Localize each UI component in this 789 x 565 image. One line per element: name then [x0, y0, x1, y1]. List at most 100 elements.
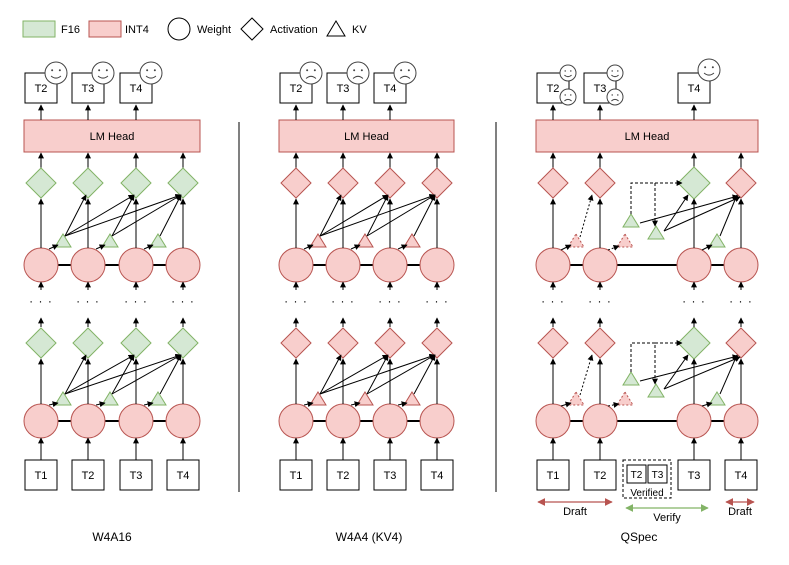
input-token-box [677, 459, 711, 491]
activation-diamond [725, 327, 757, 359]
ellipsis: · · · [425, 294, 449, 308]
weight-to-kv-arrow [303, 244, 314, 250]
lm-head-label: LM Head [344, 131, 389, 143]
weight-to-kv-arrow [143, 244, 154, 250]
kv-to-activation-arrow [663, 196, 741, 232]
sad-face-icon-eye [400, 69, 403, 72]
activation-diamond [25, 327, 57, 359]
activation-diamond [677, 166, 711, 200]
weight-circle [70, 247, 106, 283]
input-token-box [71, 459, 105, 491]
sad-face-icon-mouth [352, 75, 364, 79]
sad-face-icon-mouth [305, 75, 317, 79]
kv-to-activation-arrow [639, 354, 739, 382]
kv-to-activation-arrow [111, 194, 135, 237]
activation-diamond [421, 167, 453, 199]
input-token-label: T1 [547, 470, 560, 482]
activation-diamond [167, 167, 199, 199]
legend-kv-label: KV [352, 24, 367, 36]
weight-circle [278, 403, 314, 439]
kv-to-activation-arrow [366, 194, 389, 237]
activation-diamond [725, 167, 757, 199]
legend-weight-label: Weight [197, 24, 231, 36]
input-token-label: T3 [688, 470, 701, 482]
happy-face-icon-mouth [145, 75, 157, 79]
kv-to-activation-arrow [663, 194, 689, 232]
activation-diamond [584, 167, 616, 199]
happy-face-icon-eye [58, 69, 61, 72]
kv-to-activation-arrow [663, 354, 689, 390]
weight-circle [165, 247, 201, 283]
happy-face-icon-eye [98, 69, 101, 72]
activation-diamond [421, 327, 453, 359]
activation-diamond [25, 167, 57, 199]
kv-to-activation-arrow [111, 354, 135, 395]
legend-f16-swatch [22, 20, 56, 38]
input-token-box [166, 459, 200, 491]
happy-face-icon-mouth [97, 75, 109, 79]
weight-circle [535, 403, 571, 439]
input-token-label: T2 [82, 470, 95, 482]
input-token-label: T4 [431, 470, 444, 482]
lm-head-label: LM Head [625, 131, 670, 143]
kv-triangle [403, 233, 421, 248]
weight-to-kv-arrow [701, 401, 713, 408]
sad-face-icon [606, 88, 624, 106]
weight-to-kv-arrow [350, 401, 361, 408]
legend-activation-label: Activation [270, 24, 318, 36]
weight-circle [165, 403, 201, 439]
kv-to-activation-arrow [639, 194, 739, 224]
sad-face-icon-eye [617, 94, 619, 96]
kv-to-activation-arrow [579, 354, 594, 396]
kv-to-activation-arrow [663, 356, 741, 390]
weight-circle [325, 247, 361, 283]
input-token-label: T2 [594, 470, 607, 482]
activation-diamond [374, 327, 406, 359]
kv-triangle [356, 233, 374, 248]
happy-face-icon-eye [564, 70, 566, 72]
verify-feedback-arrow [630, 182, 658, 227]
sad-face-icon [299, 61, 323, 85]
activation-diamond [120, 327, 152, 359]
output-token-label: T4 [384, 83, 397, 95]
input-token-box [373, 459, 407, 491]
legend-kv-triangle [326, 20, 346, 37]
weight-circle [676, 247, 712, 283]
ellipsis: · · · [729, 294, 753, 308]
sad-face-icon-eye [407, 69, 410, 72]
kv-to-activation-arrow [719, 354, 738, 395]
happy-face-icon-mouth [703, 72, 715, 76]
sad-face-icon-eye [306, 69, 309, 72]
weight-circle [118, 247, 154, 283]
weight-circle [676, 403, 712, 439]
kv-to-activation-arrow [319, 194, 389, 237]
kv-to-activation-arrow [64, 194, 135, 237]
input-token-label: T4 [177, 470, 190, 482]
legend: F16 INT4 Weight Activation KV [22, 17, 367, 41]
verify-kv-triangle [647, 225, 665, 240]
happy-face-icon [606, 64, 624, 82]
verify-kv-triangle [622, 371, 640, 386]
draft-kv-triangle [616, 391, 634, 406]
kv-triangle [101, 391, 119, 406]
happy-face-icon [44, 61, 68, 85]
sad-face-icon-eye [570, 94, 572, 96]
activation-diamond [374, 167, 406, 199]
ellipsis: · · · [29, 294, 53, 308]
caption-w4a16: W4A16 [92, 530, 132, 544]
verify-label: Verify [653, 512, 681, 524]
weight-circle [325, 403, 361, 439]
ellipsis: · · · [588, 294, 612, 308]
kv-to-activation-arrow [64, 354, 135, 395]
weight-to-kv-arrow [95, 244, 106, 250]
ellipsis: · · · [284, 294, 308, 308]
activation-diamond [584, 327, 616, 359]
input-token-label: T3 [384, 470, 397, 482]
kv-triangle [149, 233, 167, 248]
input-token-label: T1 [35, 470, 48, 482]
weight-to-kv-arrow [303, 401, 314, 408]
output-token-label: T3 [337, 83, 350, 95]
kv-to-activation-arrow [413, 194, 436, 237]
